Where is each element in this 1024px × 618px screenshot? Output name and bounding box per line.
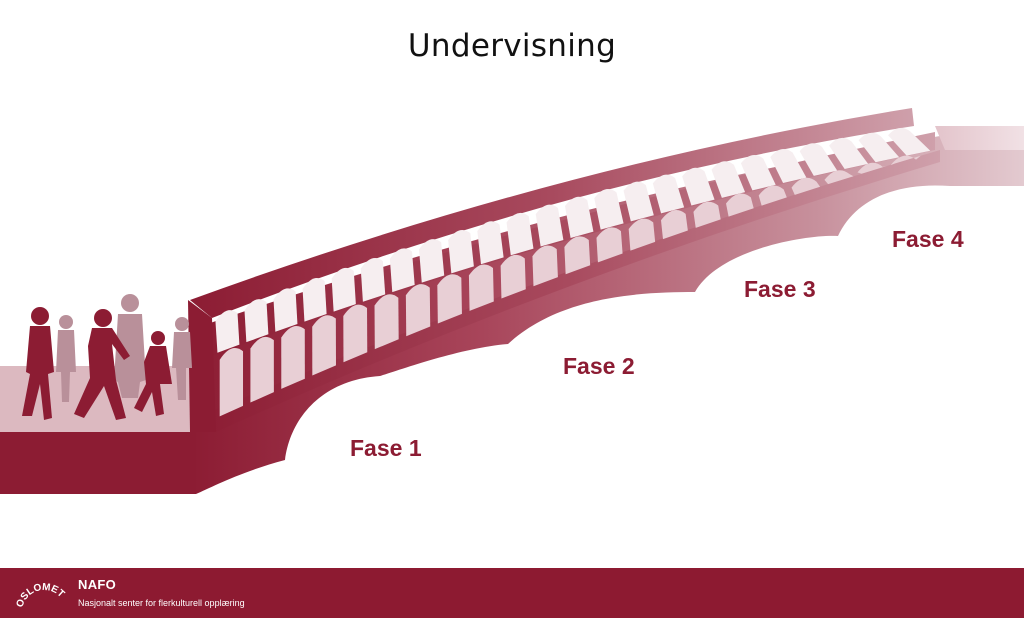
railing-window <box>331 267 356 312</box>
railing-window <box>682 167 715 206</box>
railing-window <box>758 185 787 206</box>
railing-window <box>343 304 368 363</box>
railing-window <box>219 348 244 417</box>
railing-window <box>389 248 415 293</box>
railing-window <box>419 239 445 283</box>
railing-window <box>628 218 656 251</box>
railing-window <box>506 212 534 256</box>
railing-window <box>594 189 624 230</box>
railing-window <box>623 181 654 222</box>
railing-window <box>740 154 776 191</box>
railing-window <box>477 221 504 265</box>
railing-window <box>857 162 888 174</box>
oslomet-logo: OSLOMET <box>15 582 67 609</box>
railing-window <box>374 294 399 350</box>
railing-window <box>829 137 869 169</box>
railing-window <box>448 230 474 274</box>
railing-window <box>360 257 386 302</box>
railing-window <box>596 227 623 263</box>
railing-window <box>791 177 821 195</box>
railing-window <box>532 245 558 287</box>
phase-label-1: Fase 1 <box>350 435 422 461</box>
phase-label-3: Fase 3 <box>744 276 816 302</box>
railing-window <box>890 155 921 166</box>
org-name: NAFO <box>78 577 117 592</box>
railing-window <box>652 174 685 214</box>
railing-window <box>244 299 269 343</box>
org-subtitle: Nasjonalt senter for flerkulturell opplæ… <box>78 598 245 608</box>
svg-text:OSLOMET: OSLOMET <box>15 582 67 609</box>
railing-window <box>437 274 462 324</box>
railing-window <box>661 210 688 240</box>
railing-window <box>273 288 298 332</box>
bridge-illustration <box>0 108 1024 494</box>
railing-window <box>500 254 526 299</box>
railing-window <box>564 236 591 275</box>
railing-window <box>302 277 327 322</box>
railing-window <box>770 148 807 184</box>
people-silhouette-icon <box>22 294 192 420</box>
railing-window <box>858 132 900 163</box>
railing-window <box>535 204 564 247</box>
phase-label-2: Fase 2 <box>563 353 635 379</box>
railing-window <box>281 325 305 389</box>
railing-window <box>312 315 336 376</box>
railing-window <box>250 336 274 403</box>
railing-window <box>711 161 746 198</box>
railing-window <box>215 310 240 353</box>
railing-window <box>799 143 838 176</box>
railing-window <box>888 127 931 156</box>
railing-window <box>824 170 854 185</box>
railing-window <box>405 284 431 337</box>
railing-window <box>565 196 594 238</box>
page-title: Undervisning <box>407 28 617 64</box>
footer-bar: OSLOMET NAFO Nasjonalt senter for flerku… <box>0 568 1024 618</box>
phase-label-4: Fase 4 <box>892 226 964 252</box>
railing-window <box>726 193 754 217</box>
railing-window <box>468 264 494 311</box>
railing-window <box>693 201 721 228</box>
